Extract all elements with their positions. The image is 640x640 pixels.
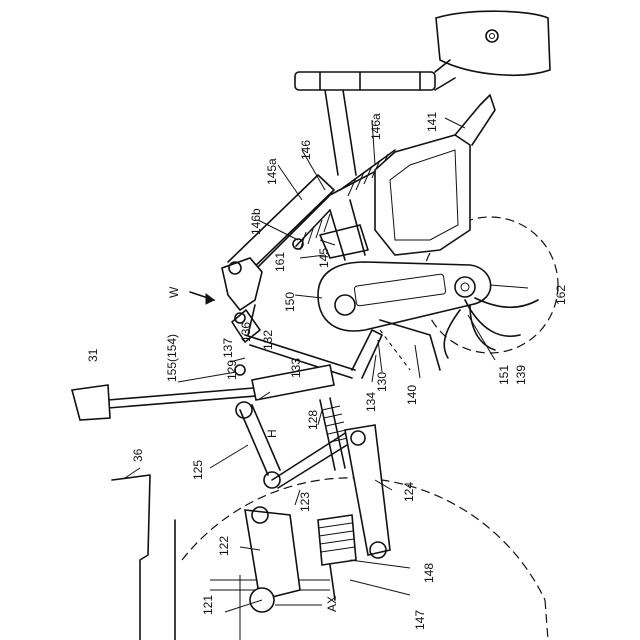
wheel-outline-arc-lower <box>545 600 548 640</box>
rod-130 <box>380 330 410 370</box>
label-134: 134 <box>364 392 378 412</box>
label-130: 130 <box>375 372 389 392</box>
label-162: 162 <box>554 285 568 305</box>
label-145a: 145a <box>265 158 279 185</box>
label-136: 136 <box>239 322 253 342</box>
grip-31 <box>72 385 110 420</box>
fan-housing-141 <box>375 135 470 255</box>
label-123: 123 <box>298 492 312 512</box>
label-146a: 146a <box>369 113 383 140</box>
belt-case-150 <box>318 262 491 331</box>
label-122: 122 <box>217 536 231 556</box>
seat <box>436 11 550 75</box>
label-H: H <box>265 429 279 438</box>
label-W: W <box>167 286 181 298</box>
label-137: 137 <box>221 338 235 358</box>
label-147: 147 <box>413 610 427 630</box>
label-145: 145 <box>317 248 331 268</box>
label-150: 150 <box>283 292 297 312</box>
link-122 <box>245 510 300 600</box>
label-124: 124 <box>402 482 416 502</box>
link-134 <box>352 330 382 378</box>
link-arm-upper <box>222 258 262 310</box>
body-outline-36 <box>112 475 150 640</box>
label-155: 155(154) <box>165 334 179 382</box>
label-146b: 146b <box>249 208 263 235</box>
label-AX: AX <box>325 596 339 612</box>
label-146: 146 <box>299 140 313 160</box>
label-151: 151 <box>497 365 511 385</box>
view-arrow-W-head <box>206 294 214 304</box>
label-141: 141 <box>425 112 439 132</box>
label-139: 139 <box>514 365 528 385</box>
bellows-148 <box>318 515 356 600</box>
fan-housing-flap <box>455 95 495 145</box>
arm-140 <box>380 320 440 370</box>
label-132: 132 <box>261 330 275 350</box>
link-125 <box>240 405 280 475</box>
label-121: 121 <box>201 595 215 615</box>
steering-column <box>325 90 356 175</box>
pivot-125-top <box>236 402 252 418</box>
label-31: 31 <box>86 348 100 362</box>
label-140: 140 <box>405 385 419 405</box>
label-128: 128 <box>306 410 320 430</box>
label-133: 133 <box>289 358 303 378</box>
label-36: 36 <box>131 448 145 462</box>
label-125: 125 <box>191 460 205 480</box>
handle-bar <box>295 72 435 90</box>
label-148: 148 <box>422 563 436 583</box>
label-161: 161 <box>273 252 287 272</box>
label-129: 129 <box>225 360 239 380</box>
